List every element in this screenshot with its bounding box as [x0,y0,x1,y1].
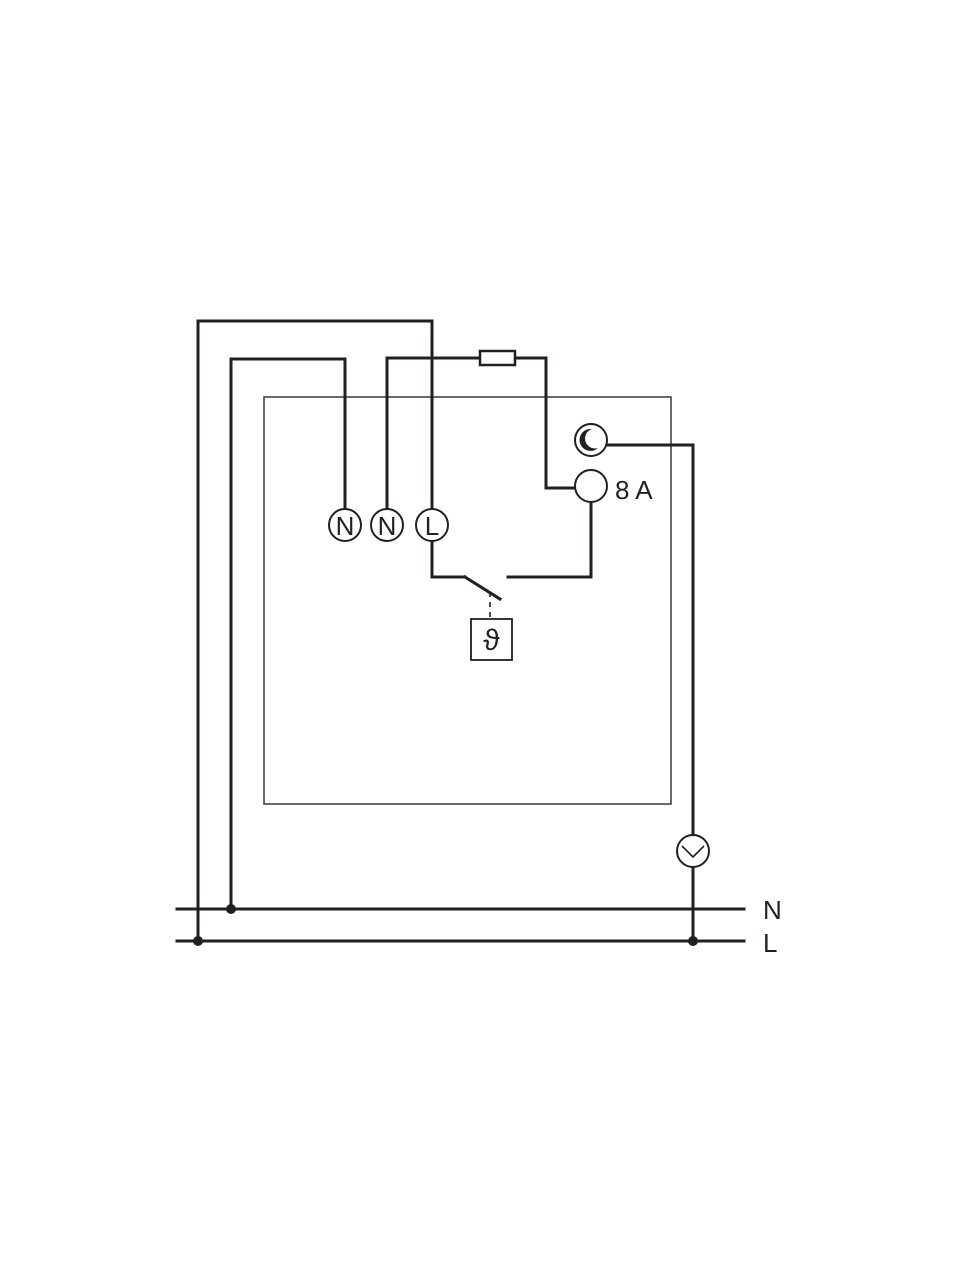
junction-live-left [193,936,203,946]
terminal-n1-label: N [336,511,355,541]
sensor-symbol: ϑ [483,624,500,657]
terminal-n2-label: N [378,511,397,541]
crescent-moon-icon [574,423,608,457]
wire-neutral-to-terminal-n1 [229,357,347,911]
terminal-n1: N [328,508,362,542]
terminal-l: L [415,508,449,542]
output-rating-label: 8 A [615,475,653,505]
fuse-icon [478,349,517,367]
junction-neutral [226,904,236,914]
neutral-line-label: N [763,895,782,925]
relay-contact-icon [462,574,503,602]
terminal-n2: N [370,508,404,542]
wire-terminal-l-to-switch [430,538,467,579]
live-line-label: L [763,928,777,958]
wire-terminal-n2-to-fuse [385,356,482,512]
temperature-sensor-icon [470,618,513,661]
wire-fuse-to-output [513,356,577,490]
wire-live-to-terminal-l [196,319,434,943]
wire-switch-to-output [506,500,593,579]
thermostat-housing [263,396,672,805]
wire-night-setback-to-timer [605,443,695,838]
clock-timer-icon [676,834,710,868]
terminal-l-label: L [425,511,439,541]
junction-live-right [688,936,698,946]
output-terminal [574,469,608,503]
